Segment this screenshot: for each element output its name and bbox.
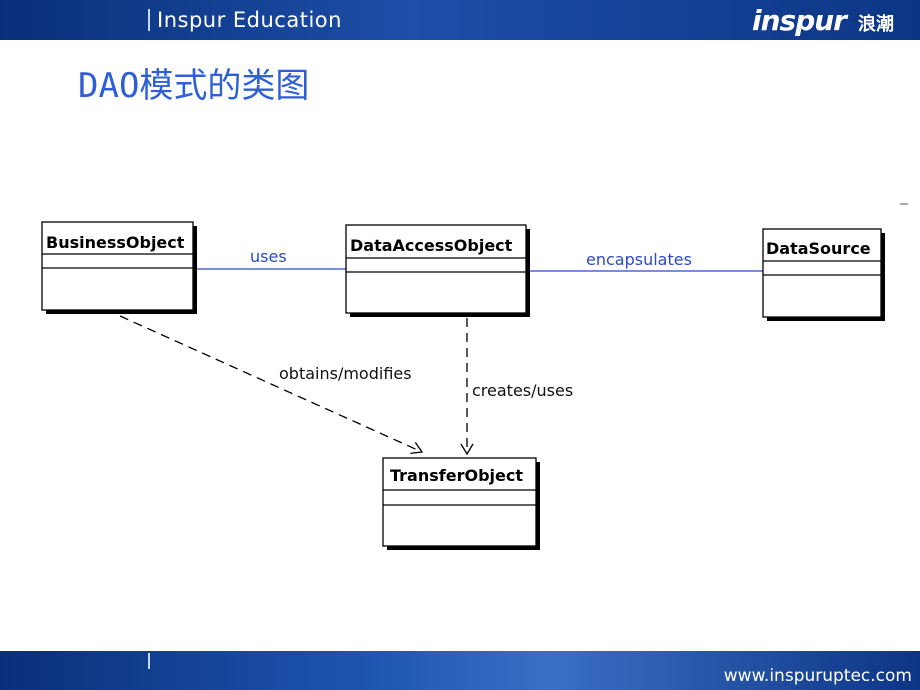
obtains-dependency bbox=[119, 315, 424, 455]
class-name-datasource: DataSource bbox=[766, 239, 871, 258]
header-brand: Inspur Education bbox=[157, 8, 342, 32]
label-creates-uses: creates/uses bbox=[472, 381, 573, 400]
footer-divider bbox=[148, 653, 150, 669]
class-business-object: BusinessObject bbox=[41, 221, 197, 314]
class-name-transfer: TransferObject bbox=[390, 466, 523, 485]
footer-url: www.inspuruptec.com bbox=[723, 666, 912, 686]
class-data-source: DataSource bbox=[762, 228, 885, 321]
class-data-access-object: DataAccessObject bbox=[345, 224, 530, 317]
class-transfer-object: TransferObject bbox=[382, 457, 540, 550]
label-obtains-modifies: obtains/modifies bbox=[279, 364, 412, 383]
slide-title: DAO模式的类图 bbox=[78, 66, 310, 106]
class-name-business: BusinessObject bbox=[46, 233, 185, 252]
inspur-logo: inspur bbox=[752, 4, 847, 37]
header-divider bbox=[148, 9, 150, 31]
label-uses: uses bbox=[250, 247, 287, 266]
class-name-dao: DataAccessObject bbox=[350, 236, 513, 255]
inspur-logo-cn: 浪潮 bbox=[858, 14, 894, 35]
footer-bar: www.inspuruptec.com bbox=[0, 651, 920, 690]
label-encapsulates: encapsulates bbox=[586, 250, 692, 269]
header-bar: Inspur Education inspur 浪潮 bbox=[0, 0, 920, 40]
